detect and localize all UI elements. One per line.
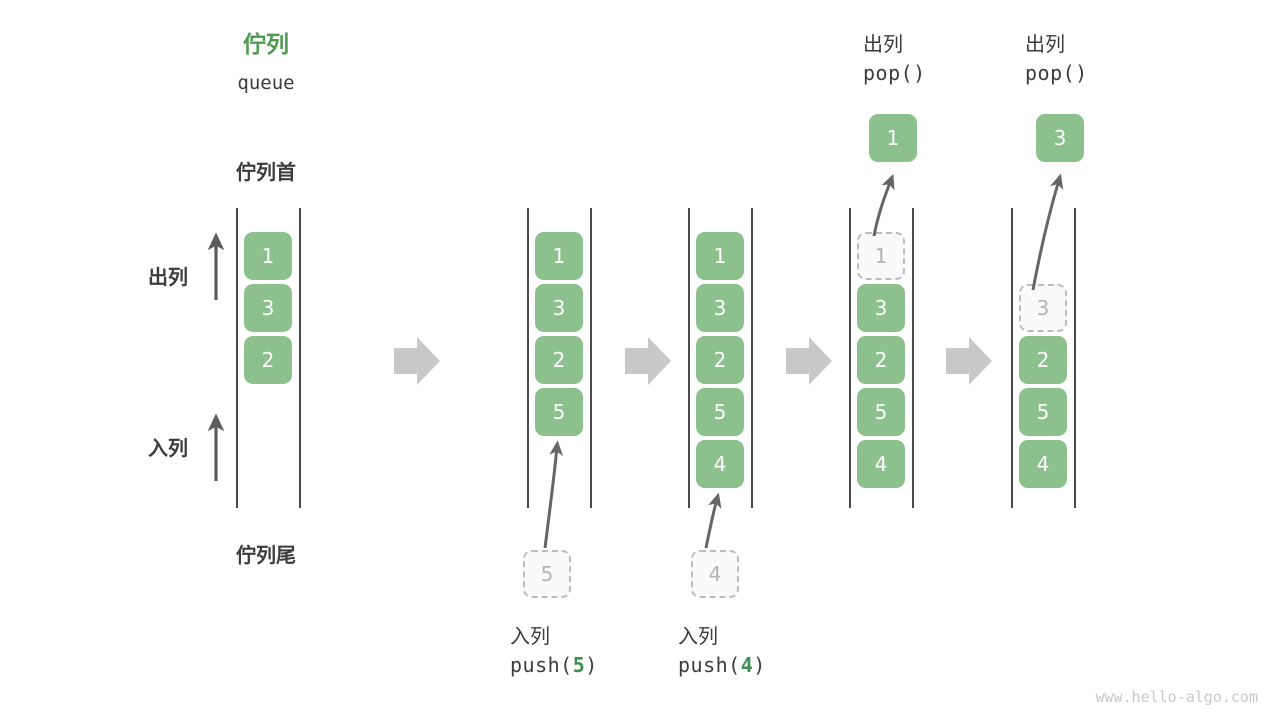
operation-label-code: pop() (863, 61, 926, 85)
queue-title-cn: 佇列 (243, 32, 289, 58)
operation-caption-push-4: 入列 push(4) (678, 622, 766, 680)
queue-cell: 1 (244, 232, 292, 280)
queue-cell: 5 (696, 388, 744, 436)
rail-right (912, 208, 914, 508)
rail-left (849, 208, 851, 508)
queue-tail-label: 佇列尾 (236, 543, 296, 567)
code-prefix: push( (510, 653, 573, 677)
push-4-arrow (704, 492, 722, 549)
removed-element-placeholder: 1 (857, 232, 905, 280)
queue-cell-new: 4 (696, 440, 744, 488)
transition-arrow-3 (786, 337, 832, 385)
operation-caption-pop-3: 出列 pop() (1025, 30, 1088, 88)
queue-cell: 3 (696, 284, 744, 332)
code-argument: 5 (572, 653, 586, 677)
operation-label-cn: 入列 (510, 624, 550, 648)
queue-title-en: queue (237, 72, 295, 94)
dequeue-direction-label: 出列 (148, 265, 188, 289)
enqueue-direction-label: 入列 (148, 436, 188, 460)
queue-head-label: 佇列首 (236, 160, 296, 184)
rail-right (590, 208, 592, 508)
operation-label-code: push(5) (510, 651, 598, 680)
queue-cell: 2 (1019, 336, 1067, 384)
transition-arrow-4 (946, 337, 992, 385)
operation-label-cn: 出列 (863, 32, 903, 56)
queue-cell: 5 (857, 388, 905, 436)
operation-label-code: pop() (1025, 61, 1088, 85)
rail-left (688, 208, 690, 508)
popped-element: 3 (1036, 114, 1084, 162)
operation-label-cn: 出列 (1025, 32, 1065, 56)
operation-label-code: push(4) (678, 651, 766, 680)
rail-left (527, 208, 529, 508)
operation-label-cn: 入列 (678, 624, 718, 648)
code-prefix: push( (678, 653, 741, 677)
pop-3-arrow (1031, 173, 1064, 291)
watermark: www.hello-algo.com (1095, 688, 1258, 706)
rail-right (751, 208, 753, 508)
operation-caption-pop-1: 出列 pop() (863, 30, 926, 88)
rail-right (299, 208, 301, 508)
pop-1-arrow (872, 173, 895, 237)
code-suffix: ) (585, 653, 598, 677)
queue-cell: 3 (535, 284, 583, 332)
queue-cell: 1 (696, 232, 744, 280)
queue-cell: 2 (696, 336, 744, 384)
queue-cell: 2 (857, 336, 905, 384)
transition-arrow-2 (625, 337, 671, 385)
queue-cell: 5 (1019, 388, 1067, 436)
queue-cell: 3 (244, 284, 292, 332)
queue-cell: 2 (535, 336, 583, 384)
code-argument: 4 (740, 653, 754, 677)
queue-cell-new: 5 (535, 388, 583, 436)
removed-element-placeholder: 3 (1019, 284, 1067, 332)
incoming-element-placeholder: 5 (523, 550, 571, 598)
queue-cell: 4 (857, 440, 905, 488)
push-5-arrow (543, 440, 564, 549)
rail-left (1011, 208, 1013, 508)
queue-cell: 3 (857, 284, 905, 332)
queue-cell: 2 (244, 336, 292, 384)
transition-arrow-1 (394, 337, 440, 385)
rail-right (1074, 208, 1076, 508)
queue-cell: 4 (1019, 440, 1067, 488)
code-suffix: ) (753, 653, 766, 677)
rail-left (236, 208, 238, 508)
operation-caption-push-5: 入列 push(5) (510, 622, 598, 680)
incoming-element-placeholder: 4 (691, 550, 739, 598)
popped-element: 1 (869, 114, 917, 162)
queue-cell: 1 (535, 232, 583, 280)
